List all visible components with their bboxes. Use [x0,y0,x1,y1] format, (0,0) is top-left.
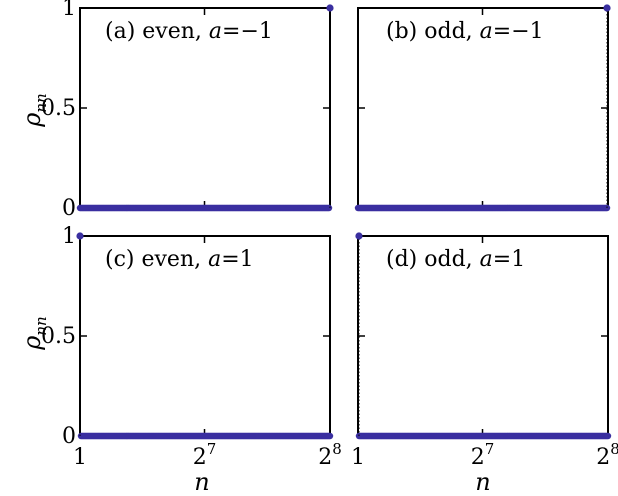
xlabel-right: n [475,468,490,496]
xlabel-left: n [194,468,209,496]
x-tick-label: 27 [193,440,217,470]
peak-point [76,232,84,240]
x-tick-label: 28 [318,440,342,470]
peak-point [326,4,334,12]
y-tick-label: 1 [62,224,76,249]
panel-label: (a) even, a=−1 [105,19,273,44]
data-point [326,432,334,440]
x-tick-label: 27 [471,440,495,470]
y-tick-label: 0.5 [41,324,76,349]
panel-label: (c) even, a=1 [105,247,254,272]
x-tick-label: 1 [351,445,365,470]
panel-d: 1 27 28 (d) odd, a=1 [351,232,618,470]
panel-b: (b) odd, a=−1 [354,4,611,212]
ylabel-top: ρnn [18,93,50,127]
peak-point [603,4,611,12]
y-tick-label: 1 [62,0,76,21]
ylabel-bottom: ρnn [18,316,50,350]
x-tick-label: 28 [596,440,618,470]
panel-a: 0 0.5 1 (a) even, a=−1 [41,0,334,221]
y-tick-label: 0.5 [41,96,76,121]
panel-label: (d) odd, a=1 [386,247,525,272]
data-point [604,432,612,440]
peak-point [355,232,363,240]
y-tick-label: 0 [62,196,76,221]
y-tick-label: 0 [62,424,76,449]
panel-label: (b) odd, a=−1 [386,19,544,44]
panel-c: 0 0.5 1 1 27 28 (c) even, a=1 [41,224,342,470]
data-point [325,204,333,212]
x-tick-label: 1 [73,445,87,470]
